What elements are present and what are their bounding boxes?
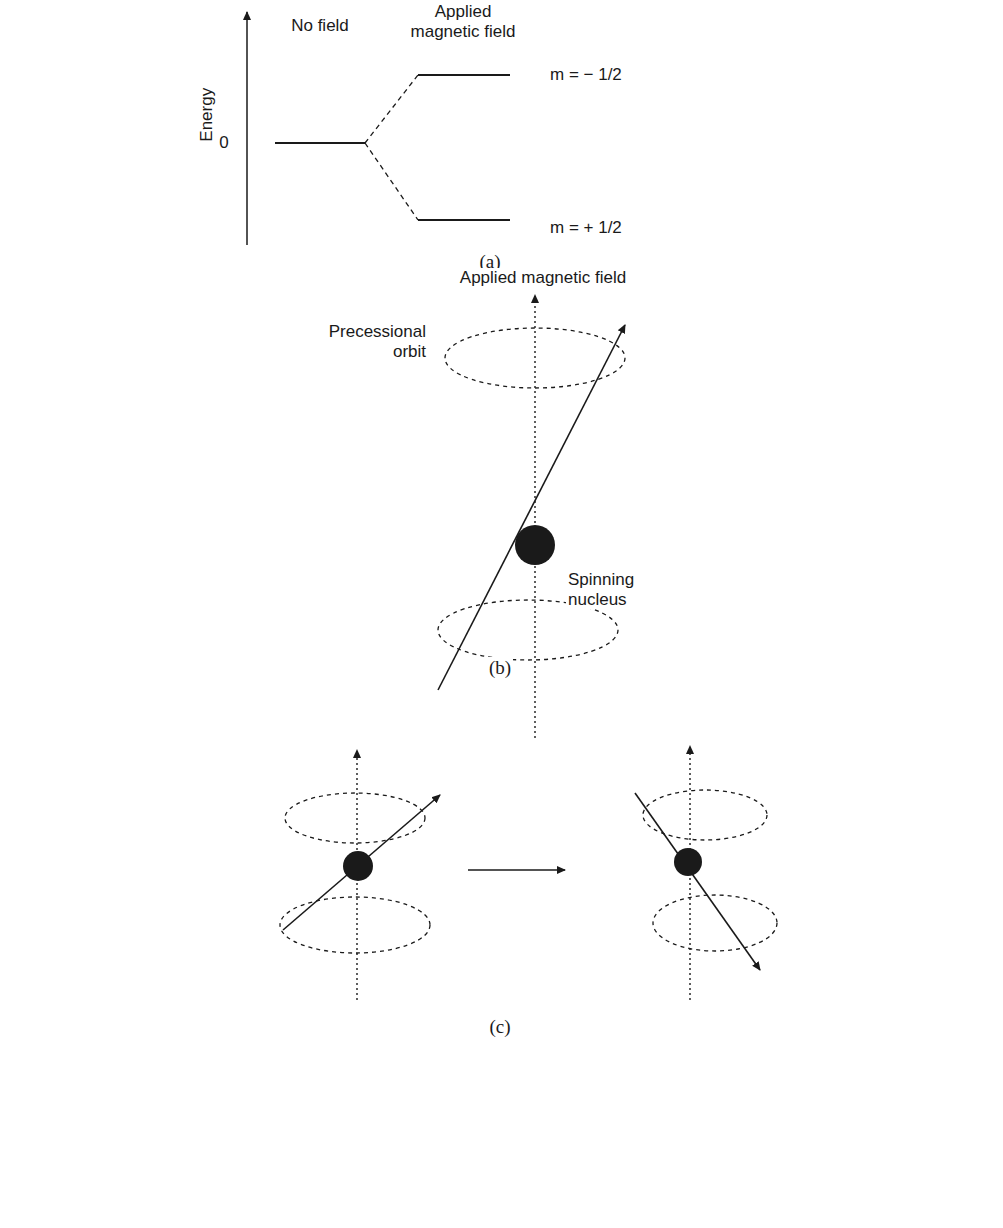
split-line: [365, 143, 418, 220]
field-label: Applied magnetic field: [458, 268, 628, 288]
energy-level: [418, 219, 510, 221]
heading: Applied magnetic field: [401, 2, 525, 41]
transition-arrow: [468, 869, 565, 871]
field-axis: [534, 295, 535, 738]
precession-orbit: [653, 895, 777, 951]
nucleus: [674, 848, 702, 876]
part-label: Spinning nucleus: [566, 570, 680, 609]
axis-label: Energy: [197, 86, 217, 144]
nucleus: [515, 525, 555, 565]
split-line: [365, 75, 418, 143]
spin-axis: [283, 795, 440, 930]
precession-orbit: [280, 897, 430, 953]
heading: No field: [289, 16, 351, 36]
level-label: m = + 1/2: [548, 218, 624, 238]
level-label: m = − 1/2: [548, 65, 624, 85]
precession-orbit: [285, 793, 425, 843]
part-label: Precessional orbit: [314, 322, 428, 361]
precession-orbit: [643, 790, 767, 840]
energy-level: [275, 142, 365, 144]
axis-value: 0: [217, 133, 230, 153]
spin-axis: [438, 325, 625, 690]
spin-axis: [635, 793, 760, 970]
nucleus: [343, 851, 373, 881]
panel-label: (b): [487, 657, 513, 679]
energy-axis: [246, 12, 248, 245]
panel-label: (c): [487, 1016, 512, 1038]
energy-level: [418, 74, 510, 76]
